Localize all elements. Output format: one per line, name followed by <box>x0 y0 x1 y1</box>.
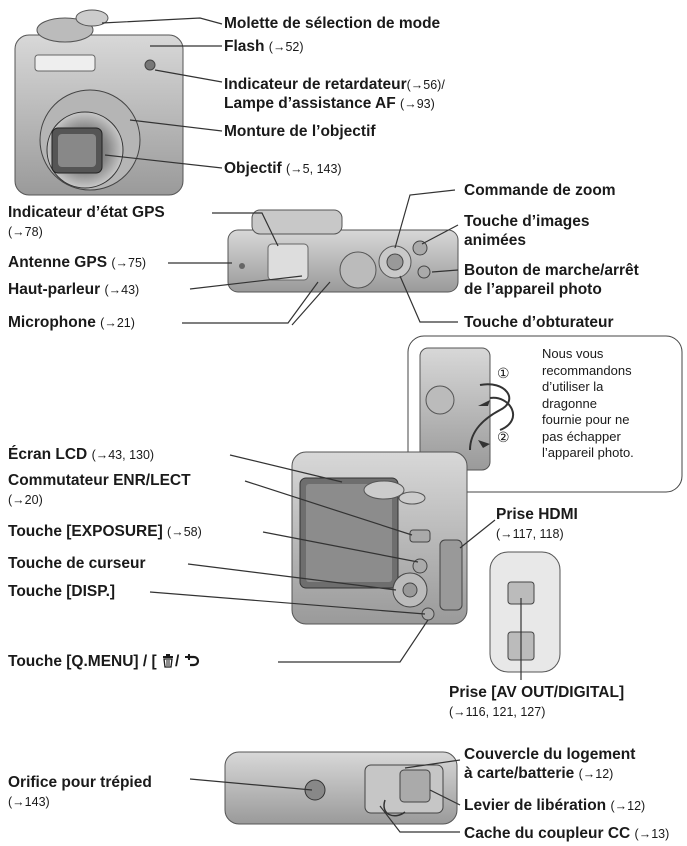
lcd-monitor-label: Écran LCD (→43, 130) <box>8 445 154 465</box>
hdmi-socket-label: Prise HDMI <box>496 505 578 524</box>
bottom-camera-drawing <box>225 752 457 824</box>
exposure-button-label: Touche [EXPOSURE] (→58) <box>8 522 202 542</box>
cursor-button-label: Touche de curseur <box>8 554 146 573</box>
self-timer-indicator-label: Indicateur de retardateur(→56)/ <box>224 75 445 95</box>
card-battery-door-label-2: à carte/batterie (→12) <box>464 764 613 784</box>
tripod-receptacle-label: Orifice pour trépied <box>8 773 152 792</box>
lens-label: Objectif (→5, 143) <box>224 159 342 179</box>
motion-picture-button-label: Touche d’images <box>464 212 589 231</box>
front-camera-drawing <box>15 10 183 195</box>
gps-status-indicator-label: Indicateur d’état GPS <box>8 203 165 222</box>
av-out-digital-socket-label: Prise [AV OUT/DIGITAL] <box>449 683 624 702</box>
step-1-marker: ① <box>497 364 510 383</box>
return-arrow-icon <box>184 653 200 669</box>
top-camera-drawing <box>228 210 458 292</box>
qmenu-button-label: Touche [Q.MENU] / [ / <box>8 652 200 671</box>
power-button-label-2: de l’appareil photo <box>464 280 602 299</box>
mode-dial-label: Molette de sélection de mode <box>224 14 440 33</box>
rec-play-switch-ref: (→20) <box>8 490 43 510</box>
card-battery-door-label: Couvercle du logement <box>464 745 635 764</box>
gps-status-indicator-ref: (→78) <box>8 222 43 242</box>
strap-recommendation-note: Nous vous recommandons d’utiliser la dra… <box>542 346 682 462</box>
power-button-label: Bouton de marche/arrêt <box>464 261 639 280</box>
hdmi-socket-ref: (→117, 118) <box>496 524 564 544</box>
microphone-label: Microphone (→21) <box>8 313 135 333</box>
gps-antenna-label: Antenne GPS (→75) <box>8 253 146 273</box>
lens-barrel-label: Monture de l’objectif <box>224 122 376 141</box>
shutter-button-label: Touche d’obturateur <box>464 313 614 332</box>
tripod-receptacle-ref: (→143) <box>8 792 50 812</box>
trash-icon <box>161 653 175 668</box>
rec-play-switch-label: Commutateur ENR/LECT <box>8 471 191 490</box>
af-assist-lamp-label: Lampe d’assistance AF (→93) <box>224 94 435 114</box>
release-lever-label: Levier de libération (→12) <box>464 796 645 816</box>
dc-coupler-cover-label: Cache du coupleur CC (→13) <box>464 824 669 844</box>
disp-button-label: Touche [DISP.] <box>8 582 115 601</box>
flash-label: Flash (→52) <box>224 37 304 57</box>
speaker-label: Haut-parleur (→43) <box>8 280 139 300</box>
motion-picture-button-label-2: animées <box>464 231 526 250</box>
zoom-lever-label: Commande de zoom <box>464 181 616 200</box>
step-2-marker: ② <box>497 428 510 447</box>
av-out-digital-socket-ref: (→116, 121, 127) <box>449 702 545 722</box>
